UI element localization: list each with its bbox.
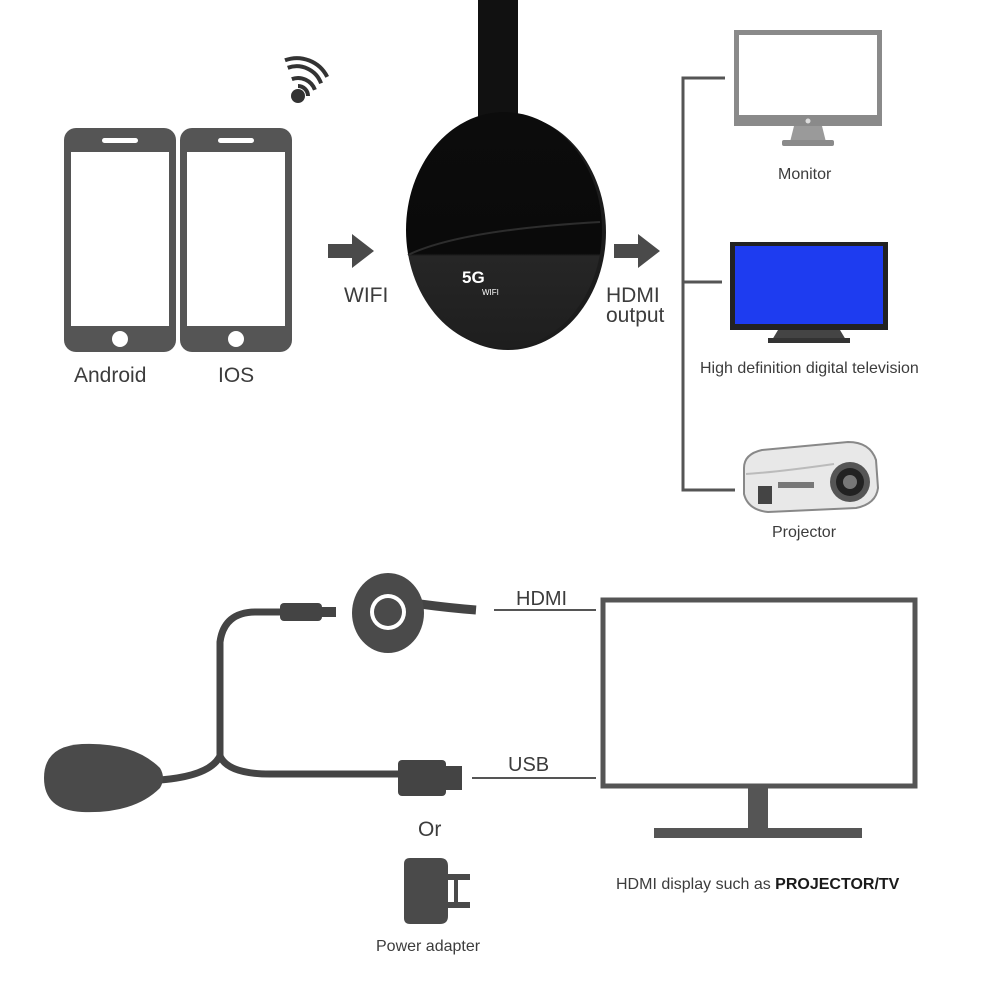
ios-phone-icon bbox=[180, 128, 292, 352]
right-arrow-icon bbox=[328, 234, 374, 268]
dongle-icon bbox=[352, 573, 424, 653]
monitor-icon bbox=[734, 30, 882, 146]
power-adapter-icon bbox=[404, 858, 470, 924]
display-caption-prefix: HDMI display such as bbox=[616, 876, 776, 893]
hdmi-display-icon bbox=[600, 597, 918, 838]
projector-icon bbox=[743, 440, 880, 514]
power-plug-icon bbox=[44, 743, 163, 813]
ios-label: IOS bbox=[218, 364, 255, 387]
hdmi-output-label-line2: output bbox=[606, 304, 665, 327]
wifi-display-dongle bbox=[406, 0, 606, 350]
right-arrow-icon bbox=[614, 234, 660, 268]
hdtv-icon bbox=[730, 242, 888, 343]
or-label: Or bbox=[418, 818, 442, 841]
display-caption-emphasis: PROJECTOR/TV bbox=[775, 876, 900, 893]
power-adapter-label: Power adapter bbox=[376, 938, 481, 955]
display-caption: HDMI display such as PROJECTOR/TV bbox=[616, 876, 899, 894]
monitor-label: Monitor bbox=[778, 166, 832, 183]
hdmi-output-label-line1: HDMI bbox=[606, 284, 660, 307]
usb-label: USB bbox=[508, 754, 550, 776]
dongle-wifi-badge: WIFI bbox=[482, 288, 499, 297]
projector-label: Projector bbox=[772, 524, 837, 541]
android-phone-icon bbox=[64, 128, 176, 352]
hdtv-label: High definition digital television bbox=[700, 360, 919, 377]
dongle-5g-badge: 5G bbox=[462, 268, 485, 287]
android-label: Android bbox=[74, 364, 147, 387]
wifi-label: WIFI bbox=[344, 284, 389, 307]
wifi-signal-icon bbox=[284, 56, 329, 103]
hdmi-label: HDMI bbox=[516, 588, 568, 610]
